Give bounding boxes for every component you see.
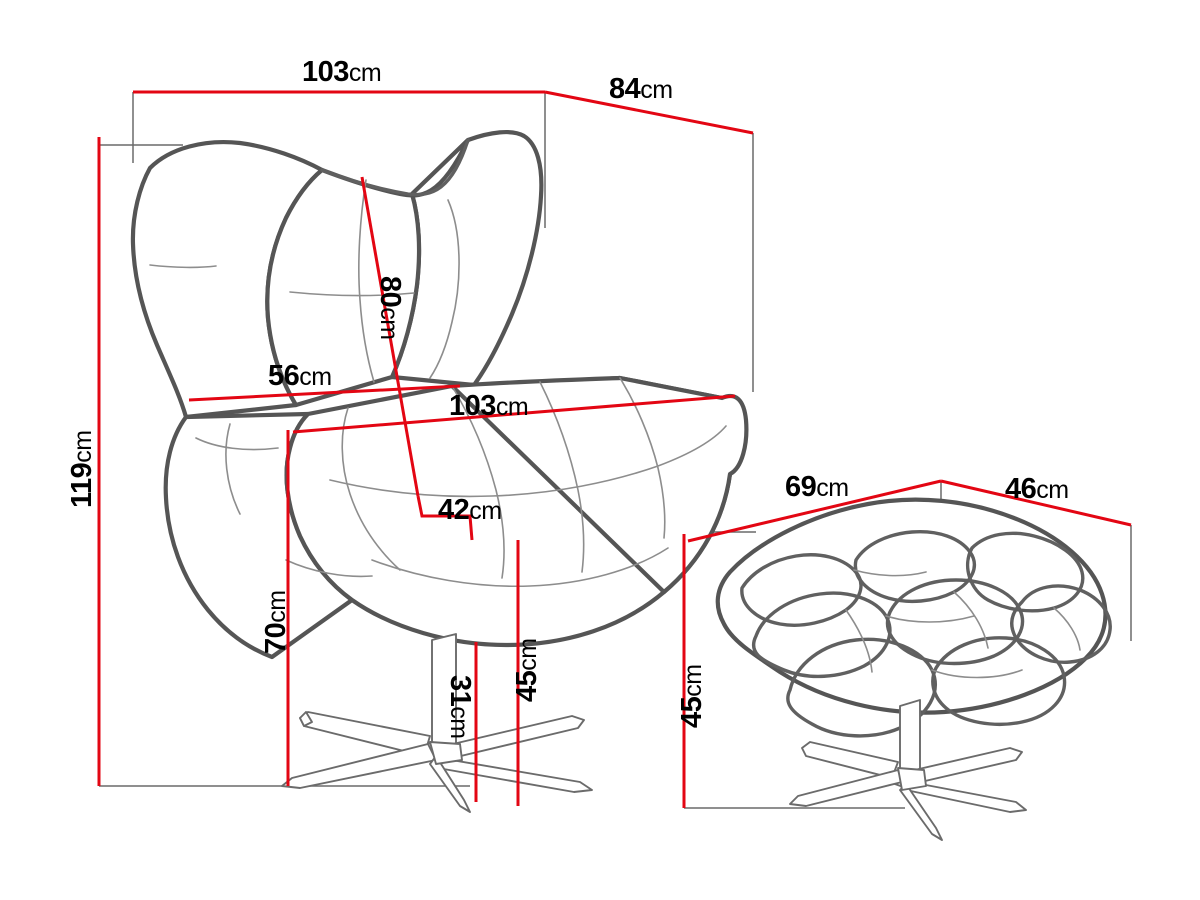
label-value: 103	[302, 56, 349, 88]
dimline-stool-width	[687, 479, 942, 543]
chair-back-top-band	[320, 138, 470, 197]
label-chair-armrest-height: 70cm	[260, 590, 292, 654]
label-value: 103	[449, 390, 496, 422]
label-chair-base-height: 31cm	[444, 675, 476, 739]
label-stool-height: 45cm	[676, 664, 708, 728]
chair-seat-back-shell	[449, 375, 749, 595]
label-chair-total-height: 119cm	[66, 430, 98, 508]
label-unit: cm	[1036, 476, 1069, 504]
stool-body	[715, 497, 1108, 715]
label-unit: cm	[263, 590, 291, 623]
label-unit: cm	[640, 76, 673, 104]
label-unit: cm	[495, 393, 529, 421]
label-chair-back-height: 80cm	[374, 276, 406, 340]
label-chair-back-width: 56cm	[268, 362, 332, 391]
label-unit: cm	[514, 638, 542, 671]
armchair-illustration	[130, 129, 749, 813]
label-value: 31	[444, 675, 476, 707]
stool-center-column	[899, 699, 921, 779]
dimline-chair-seat-width	[292, 394, 736, 434]
label-chair-depth-top: 84cm	[609, 75, 673, 104]
label-value: 80	[374, 276, 406, 308]
label-unit: cm	[375, 307, 403, 340]
stool-swivel-base	[789, 741, 1027, 841]
label-unit: cm	[445, 706, 473, 739]
footstool-illustration	[715, 497, 1112, 841]
chair-backrest-seams	[149, 179, 460, 383]
dimline-chair-back-width	[188, 384, 461, 402]
label-value: 45	[511, 670, 543, 702]
label-value: 46	[1005, 473, 1037, 505]
label-chair-seat-height: 45cm	[511, 638, 543, 702]
label-value: 56	[268, 360, 300, 392]
label-stool-width: 69cm	[785, 473, 849, 502]
label-value: 70	[260, 622, 292, 654]
label-value: 42	[438, 494, 470, 526]
label-stool-depth: 46cm	[1005, 475, 1069, 504]
label-unit: cm	[679, 664, 707, 697]
label-value: 69	[785, 471, 817, 503]
label-unit: cm	[69, 430, 97, 463]
dimline-chair-seat-depth	[416, 495, 474, 541]
label-value: 45	[676, 696, 708, 728]
dimension-lines	[97, 90, 1132, 808]
label-chair-width-top: 103cm	[302, 56, 382, 88]
label-unit: cm	[299, 363, 332, 391]
label-unit: cm	[469, 497, 502, 525]
dimline-stool-depth	[940, 479, 1132, 527]
stool-seams	[845, 569, 1081, 679]
dimline-chair-back-height	[360, 176, 420, 497]
stool-cushion-tufts	[740, 529, 1112, 738]
label-chair-seat-width: 103cm	[449, 390, 529, 422]
label-chair-seat-depth: 42cm	[438, 496, 502, 525]
label-value: 119	[66, 462, 98, 508]
dimline-chair-depth-top	[544, 90, 754, 135]
label-value: 84	[609, 73, 641, 105]
label-unit: cm	[348, 59, 382, 87]
chair-swivel-base	[281, 711, 593, 813]
label-unit: cm	[816, 474, 849, 502]
